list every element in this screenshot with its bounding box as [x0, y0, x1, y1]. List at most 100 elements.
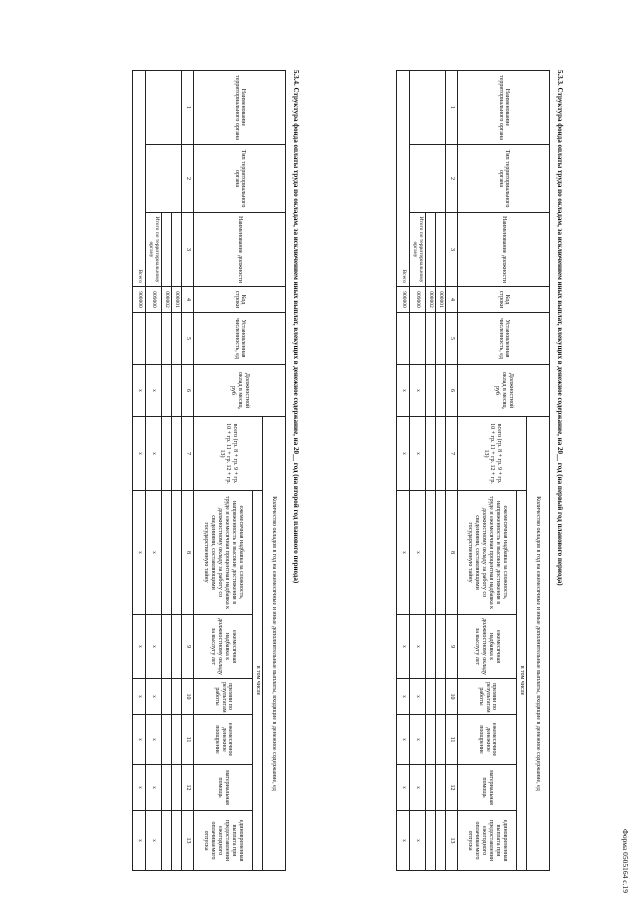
x-mark: x	[132, 678, 146, 715]
header-c10: премии по результатам работы	[193, 678, 253, 715]
cell-value[interactable]	[171, 364, 182, 417]
x-mark: x	[132, 364, 146, 417]
x-mark: x	[396, 764, 410, 811]
table-row: 000001	[409, 70, 446, 871]
x-mark: x	[409, 810, 426, 871]
cell-value[interactable]	[161, 416, 172, 491]
cell-value[interactable]	[435, 490, 446, 615]
cell-value[interactable]	[425, 364, 436, 417]
cell-value[interactable]	[171, 490, 182, 615]
section-534-title: 5.3.4. Структура фонда оплаты труда по о…	[292, 70, 300, 584]
cell-value[interactable]	[171, 764, 182, 811]
cell-code: 000002	[161, 286, 172, 313]
cell-territorial-organ[interactable]	[409, 70, 446, 145]
header-c11: ежемесячное денежное поощрение	[193, 714, 253, 765]
table-section-534: Наименование территориального органа Тип…	[132, 70, 286, 871]
cell-value[interactable]	[171, 714, 182, 765]
x-mark: x	[145, 764, 162, 811]
col-number: 13	[181, 810, 194, 871]
col-number: 8	[181, 490, 194, 615]
header-c3: Наименование должности	[457, 212, 550, 287]
cell-value[interactable]	[425, 764, 436, 811]
section-533-title: 5.3.3. Структура фонда оплаты труда по о…	[556, 70, 564, 586]
cell-position[interactable]	[425, 212, 436, 287]
cell-value[interactable]	[161, 490, 172, 615]
header-c7: всего (гр. 8 + гр. 9 + гр. 10 + гр. 11 +…	[193, 416, 263, 491]
cell-value[interactable]	[425, 810, 436, 871]
x-mark: x	[409, 614, 426, 679]
cell-organ-type[interactable]	[409, 144, 446, 213]
cell-value[interactable]	[409, 312, 426, 365]
col-number: 6	[181, 364, 194, 417]
cell-value[interactable]	[435, 364, 446, 417]
cell-value[interactable]	[171, 416, 182, 491]
cell-value[interactable]	[171, 678, 182, 715]
x-mark: x	[409, 678, 426, 715]
x-mark: x	[409, 490, 426, 615]
cell-value[interactable]	[435, 714, 446, 765]
header-c4: Код строки	[193, 286, 286, 313]
cell-value[interactable]	[161, 614, 172, 679]
col-number: 10	[445, 678, 458, 715]
cell-value[interactable]	[435, 312, 446, 365]
x-mark: x	[145, 810, 162, 871]
cell-value[interactable]	[425, 490, 436, 615]
cell-value[interactable]	[435, 416, 446, 491]
cell-position[interactable]	[161, 212, 172, 287]
cell-value[interactable]	[145, 312, 162, 365]
x-mark: x	[396, 614, 410, 679]
col-number: 3	[181, 212, 194, 287]
cell-value[interactable]	[161, 364, 172, 417]
subtotal-label: Итого по территориальному органу	[409, 212, 426, 287]
cell-value[interactable]	[161, 714, 172, 765]
cell-value[interactable]	[425, 678, 436, 715]
cell-value[interactable]	[435, 614, 446, 679]
x-mark: x	[396, 714, 410, 765]
header-group: Количество окладов в год на ежемесячные …	[262, 416, 286, 871]
x-mark: x	[396, 364, 410, 417]
header-c6: Должностной оклад в месяц, руб	[193, 364, 286, 417]
total-code: 900000	[396, 286, 410, 313]
x-mark: x	[132, 614, 146, 679]
cell-value[interactable]	[425, 416, 436, 491]
x-mark: x	[409, 764, 426, 811]
cell-position[interactable]	[435, 212, 446, 287]
x-mark: x	[145, 714, 162, 765]
table-section-533: Наименование территориального органа Тип…	[396, 70, 550, 871]
x-mark: x	[396, 416, 410, 491]
header-group: Количество окладов в год на ежемесячные …	[526, 416, 550, 871]
header-c1: Наименование территориального органа	[193, 70, 286, 145]
cell-value[interactable]	[425, 614, 436, 679]
cell-value[interactable]	[161, 764, 172, 811]
cell-value[interactable]	[396, 312, 410, 365]
cell-value[interactable]	[161, 678, 172, 715]
cell-value[interactable]	[171, 312, 182, 365]
header-c1: Наименование территориального органа	[457, 70, 550, 145]
cell-value[interactable]	[435, 764, 446, 811]
header-c13: единовременная выплата при предоставлени…	[457, 810, 517, 871]
x-mark: x	[396, 810, 410, 871]
cell-value[interactable]	[425, 312, 436, 365]
cell-value[interactable]	[161, 312, 172, 365]
cell-value[interactable]	[425, 714, 436, 765]
total-row: Всего 900000 x x x x x x x x	[132, 70, 146, 871]
cell-territorial-organ[interactable]	[145, 70, 182, 145]
form-label: Форма 0505164 с.19	[621, 828, 630, 893]
cell-value[interactable]	[171, 614, 182, 679]
cell-value[interactable]	[161, 810, 172, 871]
cell-code: 000002	[425, 286, 436, 313]
header-in-that: в том числе	[252, 490, 263, 871]
cell-value[interactable]	[132, 312, 146, 365]
x-mark: x	[132, 714, 146, 765]
header-c5: Установленная численность, ед	[193, 312, 286, 365]
cell-code: 000001	[171, 286, 182, 313]
header-c9: ежемесячная надбавка к должностному окла…	[457, 614, 517, 679]
cell-position[interactable]	[171, 212, 182, 287]
header-in-that: в том числе	[516, 490, 527, 871]
x-mark: x	[132, 490, 146, 615]
cell-value[interactable]	[435, 678, 446, 715]
cell-organ-type[interactable]	[145, 144, 182, 213]
cell-value[interactable]	[435, 810, 446, 871]
x-mark: x	[145, 490, 162, 615]
cell-value[interactable]	[171, 810, 182, 871]
